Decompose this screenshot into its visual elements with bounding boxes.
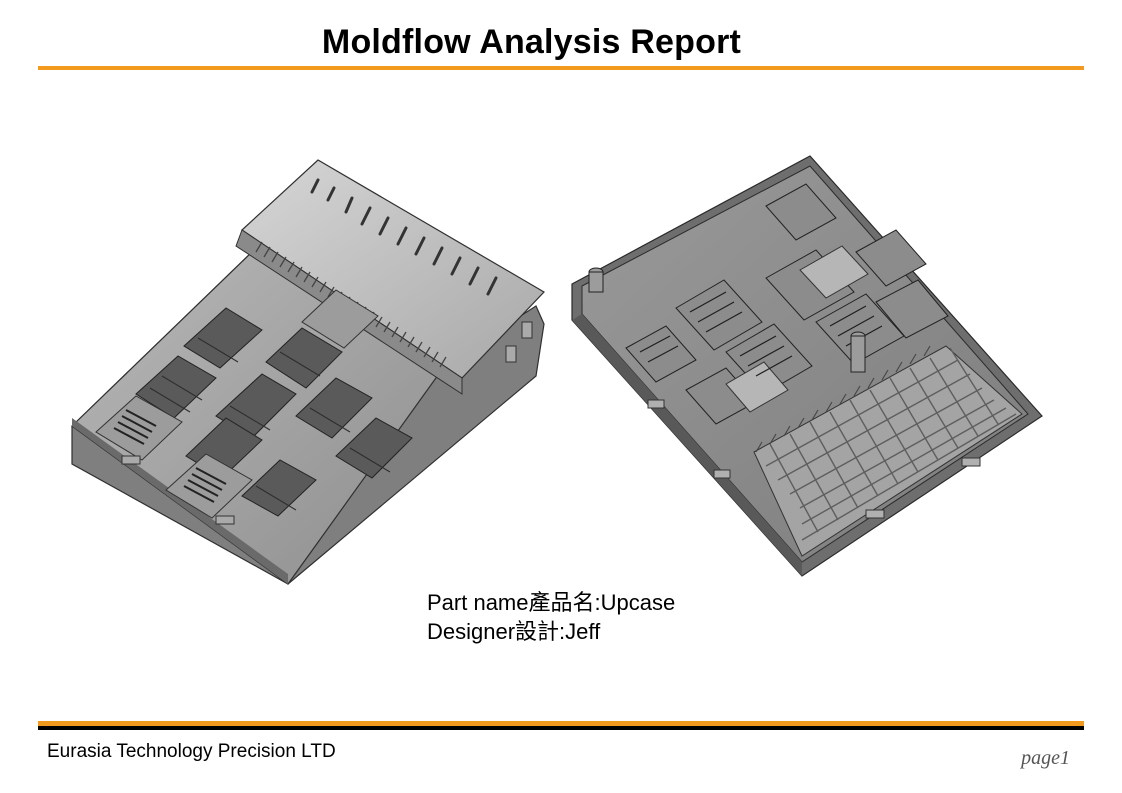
- company-name: Eurasia Technology Precision LTD: [47, 741, 336, 762]
- footer-rule-accent: [38, 721, 1084, 726]
- part-name-value: Upcase: [600, 590, 676, 615]
- header-rule: [38, 66, 1084, 70]
- designer-value: Jeff: [565, 619, 601, 644]
- part-render-top-view: [71, 159, 545, 585]
- part-render-bottom-view: [571, 155, 1043, 577]
- part-name-line: Part name產品名:Upcase: [427, 588, 675, 617]
- designer-label: Designer設計:: [427, 619, 566, 644]
- page-number: page1: [1021, 747, 1070, 769]
- part-info-block: Part name產品名:Upcase Designer設計:Jeff: [427, 588, 675, 646]
- report-title: Moldflow Analysis Report: [321, 23, 742, 61]
- part-name-label: Part name產品名:: [427, 590, 601, 615]
- footer-rule-dark: [38, 726, 1084, 730]
- designer-line: Designer設計:Jeff: [427, 617, 675, 646]
